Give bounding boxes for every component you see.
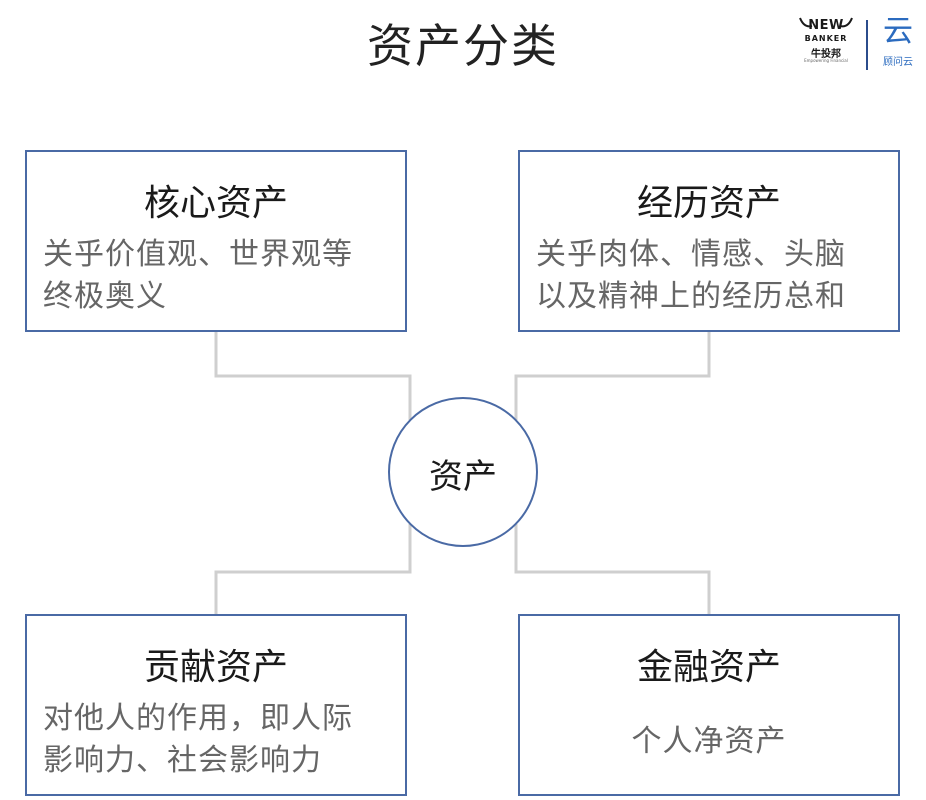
newbanker-logo-line2: BANKER bbox=[804, 34, 848, 43]
logo-divider bbox=[866, 20, 868, 70]
experience-asset-box: 经历资产 关乎肉体、情感、头脑 以及精神上的经历总和 bbox=[518, 150, 900, 332]
connector-contribution bbox=[214, 524, 412, 614]
guwenyun-logo-text: 顾问云 bbox=[883, 57, 913, 68]
experience-asset-desc-line1: 关乎肉体、情感、头脑 bbox=[536, 237, 846, 272]
experience-asset-title: 经历资产 bbox=[636, 183, 781, 224]
contribution-asset-title: 贡献资产 bbox=[143, 647, 288, 688]
experience-asset-desc-line2: 以及精神上的经历总和 bbox=[536, 279, 846, 314]
newbanker-logo-line3: 牛投邦 bbox=[811, 49, 841, 60]
asset-center-node: 资产 bbox=[388, 397, 538, 547]
bull-horns-icon bbox=[799, 17, 853, 28]
yun-icon: 云 bbox=[883, 14, 913, 49]
newbanker-logo-line4: Empowering Financial bbox=[804, 58, 848, 63]
contribution-asset-desc-line1: 对他人的作用，即人际 bbox=[43, 701, 353, 736]
guwenyun-logo: 云 顾问云 bbox=[876, 14, 920, 74]
page-title: 资产分类 bbox=[367, 19, 559, 73]
connector-experience bbox=[514, 332, 711, 420]
core-asset-desc-line2: 终极奥义 bbox=[43, 279, 167, 314]
core-asset-description: 关乎价值观、世界观等 终极奥义 bbox=[43, 234, 353, 318]
newbanker-logo: NEW BANKER 牛投邦 Empowering Financial bbox=[796, 12, 856, 72]
financial-asset-description: 个人净资产 bbox=[631, 724, 787, 759]
contribution-asset-box: 贡献资产 对他人的作用，即人际 影响力、社会影响力 bbox=[25, 614, 407, 796]
connector-financial bbox=[514, 524, 711, 614]
brand-logos: NEW BANKER 牛投邦 Empowering Financial 云 顾问… bbox=[796, 12, 920, 76]
core-asset-box: 核心资产 关乎价值观、世界观等 终极奥义 bbox=[25, 150, 407, 332]
core-asset-title: 核心资产 bbox=[143, 183, 288, 224]
contribution-asset-description: 对他人的作用，即人际 影响力、社会影响力 bbox=[43, 698, 353, 782]
asset-center-label: 资产 bbox=[429, 457, 497, 497]
connector-core bbox=[214, 332, 412, 420]
core-asset-desc-line1: 关乎价值观、世界观等 bbox=[43, 237, 353, 272]
financial-asset-box: 金融资产 个人净资产 bbox=[518, 614, 900, 796]
newbanker-logo-line1: NEW bbox=[808, 18, 844, 33]
experience-asset-description: 关乎肉体、情感、头脑 以及精神上的经历总和 bbox=[536, 234, 846, 318]
financial-asset-title: 金融资产 bbox=[636, 647, 781, 688]
contribution-asset-desc-line2: 影响力、社会影响力 bbox=[43, 743, 322, 778]
